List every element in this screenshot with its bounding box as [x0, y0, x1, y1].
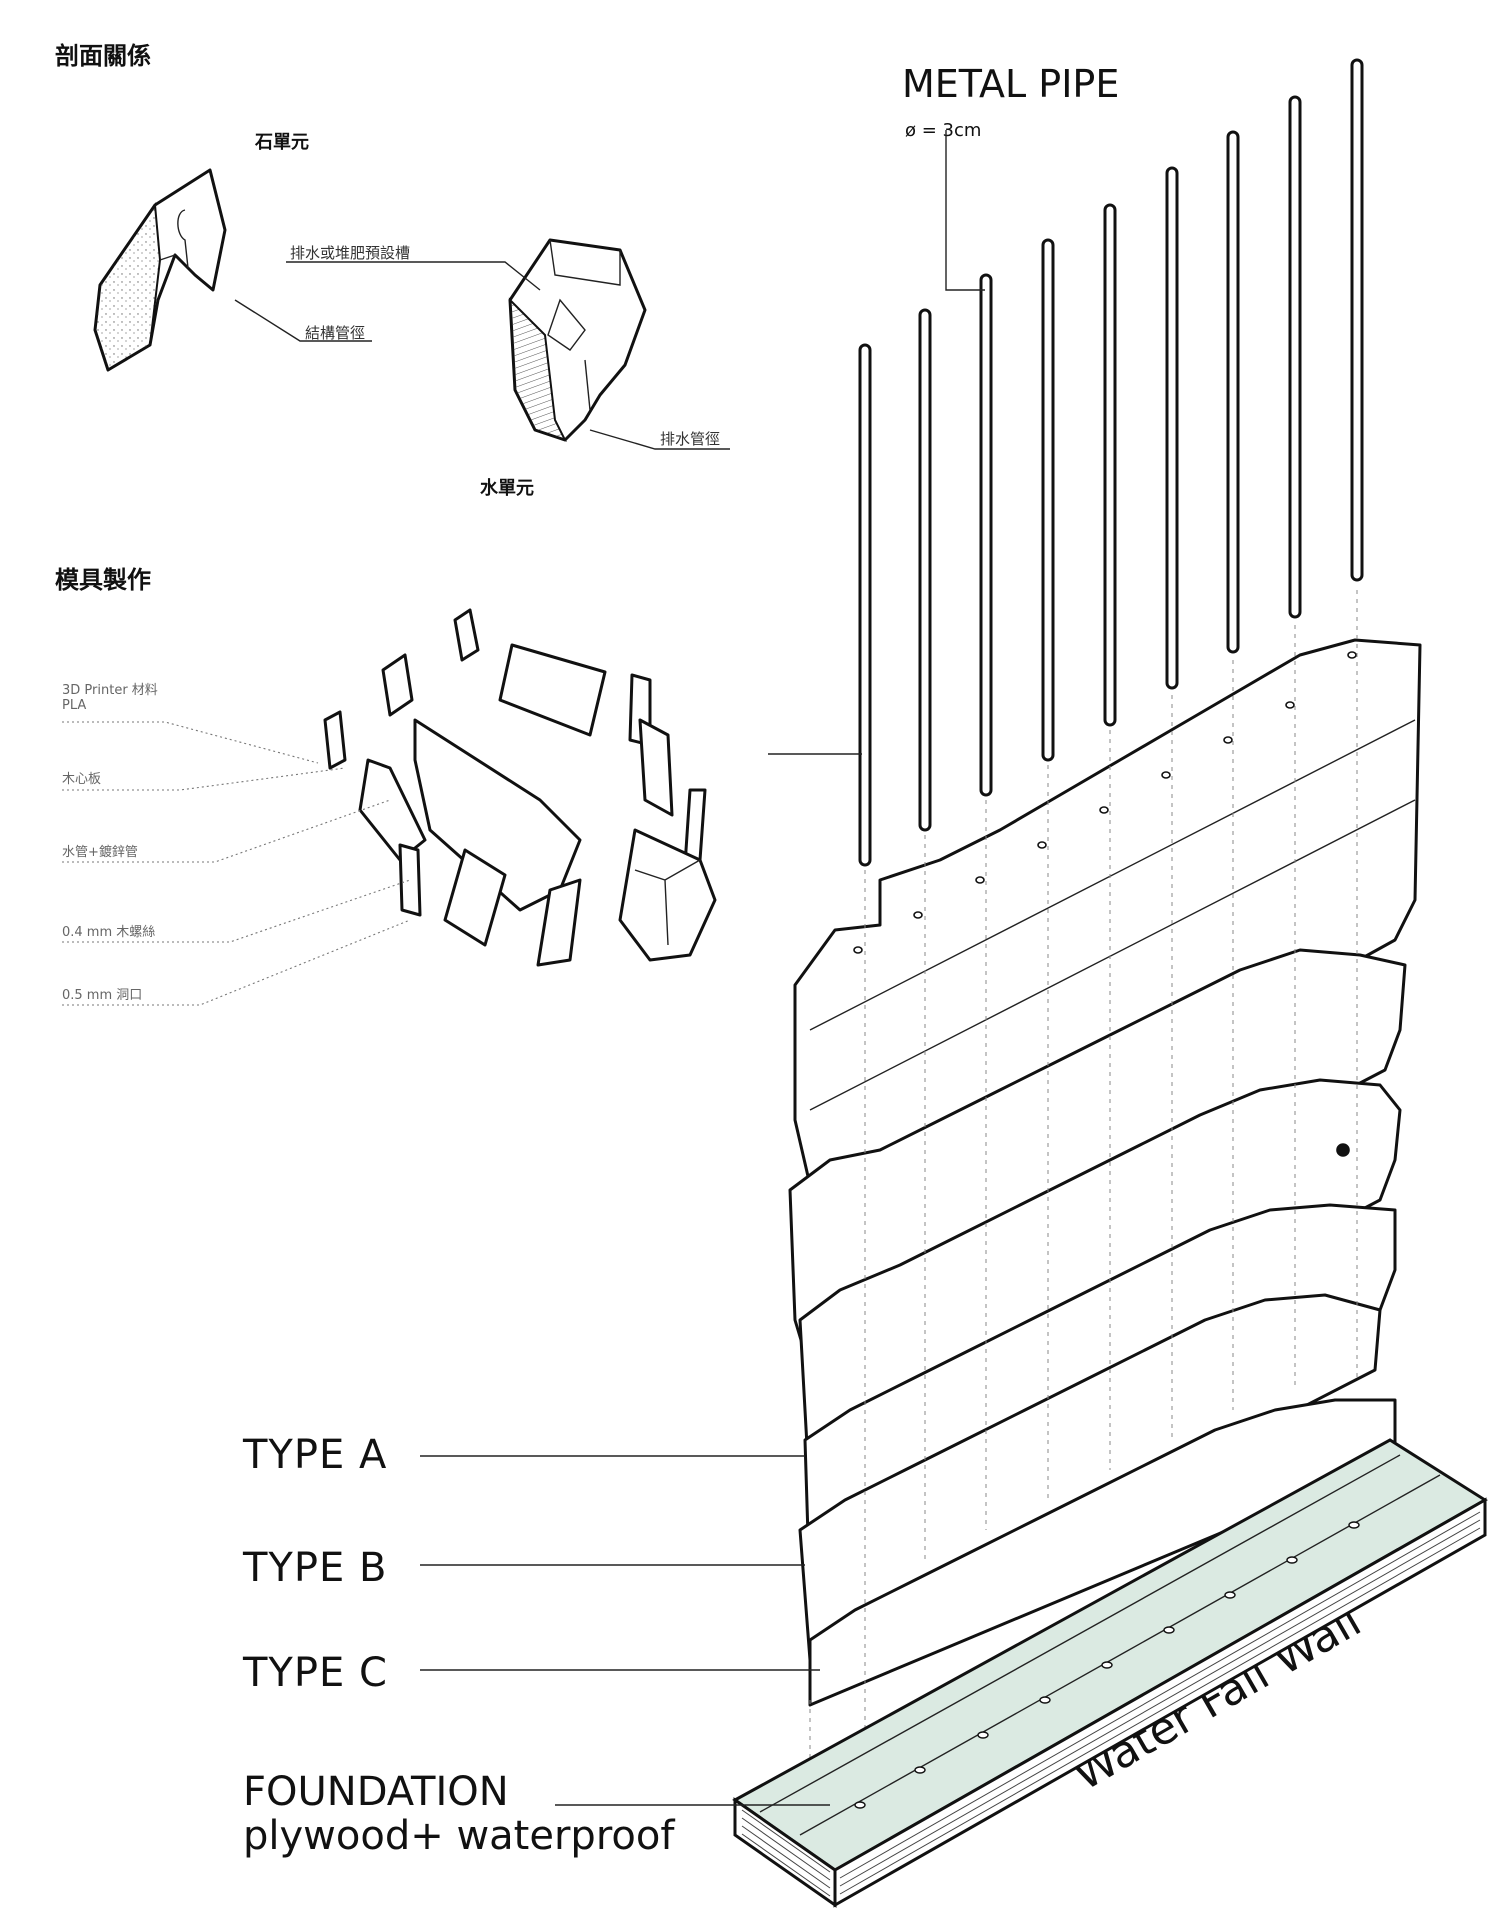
leader-structural-pipe: [234, 299, 372, 342]
leader-blockboard: [62, 767, 346, 791]
block-holes: [853, 651, 1357, 1157]
drain-slot-label: 排水或堆肥預設槽: [290, 244, 411, 262]
foundation-board: [732, 1438, 1488, 1908]
leader-screw: [62, 879, 411, 943]
type-b-label: TYPE B: [243, 1545, 388, 1591]
leader-drain-slot: [286, 261, 541, 291]
foundation-label: FOUNDATION plywood+ waterproof: [243, 1769, 675, 1859]
metal-pipes: [858, 58, 1364, 867]
type-c-label: TYPE C: [243, 1650, 388, 1696]
pipe-diameter-label: ø = 3cm: [905, 120, 982, 141]
leader-drain-pipe: [589, 429, 730, 450]
mold-exploded-parts: [323, 608, 717, 967]
mold-note-screw: 0.4 mm 木螺絲: [62, 925, 156, 940]
mold-note-hole: 0.5 mm 洞口: [62, 988, 143, 1003]
section-relation-heading: 剖面關係: [55, 42, 151, 70]
diameter-icon: ø: [905, 120, 917, 141]
wall-block-rows: [788, 638, 1422, 1707]
type-a-label: TYPE A: [243, 1432, 388, 1478]
leader-pipe-diameter: [945, 130, 985, 291]
metal-pipe-title: METAL PIPE: [902, 62, 1120, 106]
mold-note-pipes: 水管+鍍鋅管: [62, 845, 138, 860]
water-unit-label: 水單元: [480, 478, 534, 499]
mold-note-blockboard: 木心板: [62, 772, 102, 787]
stone-unit-section: [93, 168, 227, 372]
structural-pipe-label: 結構管徑: [305, 324, 366, 342]
leader-hole: [62, 919, 411, 1006]
drain-pipe-label: 排水管徑: [660, 430, 721, 448]
water-unit-section: [508, 238, 647, 442]
leader-pla: [62, 721, 319, 764]
mold-making-heading: 模具製作: [55, 566, 151, 594]
leader-pipes: [62, 799, 391, 863]
alignment-dashes: [809, 590, 1413, 1800]
stone-unit-label: 石單元: [255, 132, 309, 153]
